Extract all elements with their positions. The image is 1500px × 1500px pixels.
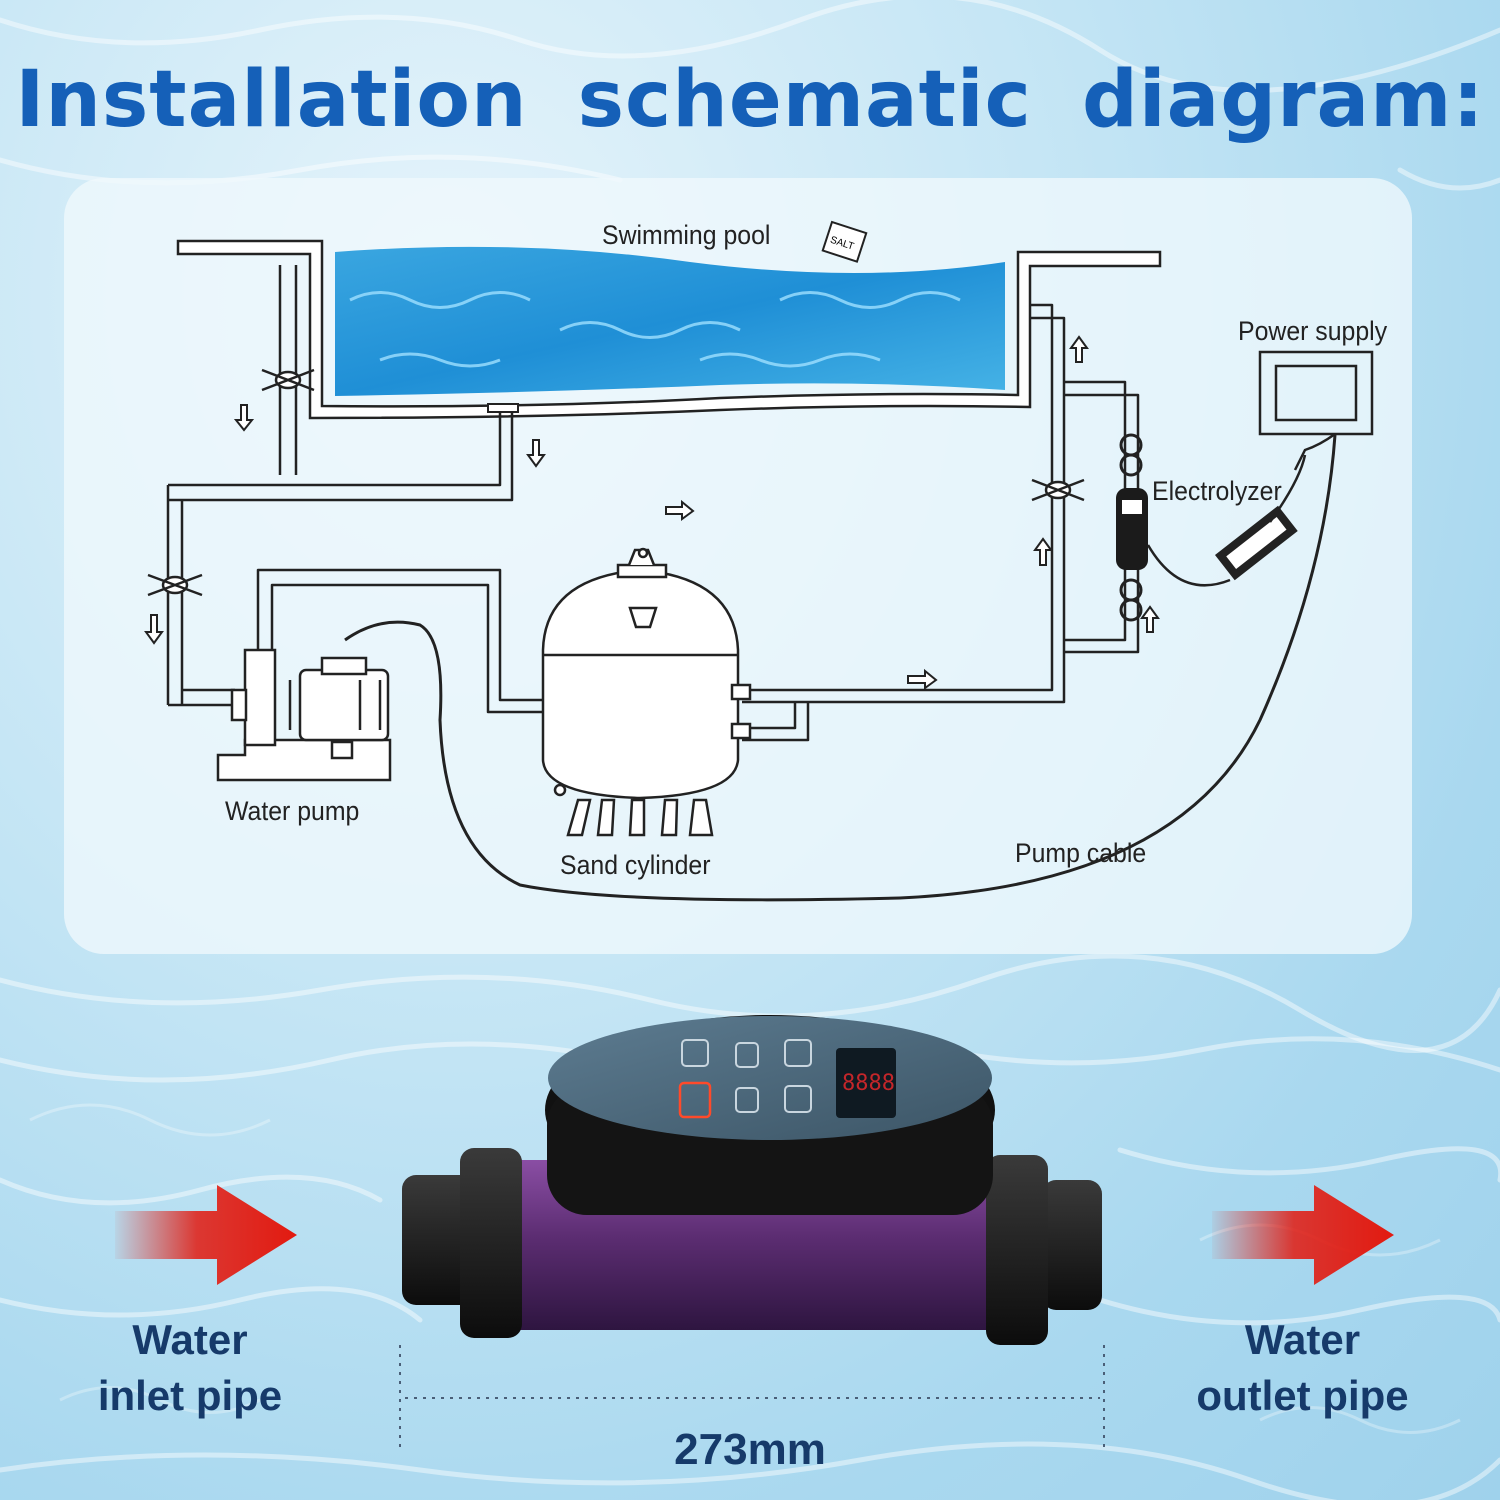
control-panel	[548, 1016, 992, 1140]
label-water-pump: Water pump	[225, 796, 360, 826]
power-supply	[1146, 350, 1374, 587]
page-title: Installation schematic diagram:	[15, 55, 1485, 145]
electrolyzer-cell	[1116, 433, 1148, 622]
valve-right	[1031, 478, 1085, 502]
display-screen	[836, 1048, 896, 1118]
sand-cylinder	[541, 547, 752, 837]
label-power-supply: Power supply	[1238, 316, 1388, 346]
left-union-nut	[460, 1148, 522, 1338]
water-pump	[216, 648, 392, 782]
display-digits: 8888	[842, 1071, 895, 1096]
outlet-arrow	[1212, 1185, 1394, 1285]
power-button	[678, 1081, 712, 1119]
inlet-label: Water inlet pipe	[60, 1312, 320, 1424]
outlet-label-line1: Water	[1244, 1316, 1361, 1363]
installation-schematic: SALT	[144, 220, 1374, 902]
outlet-label: Water outlet pipe	[1160, 1312, 1445, 1424]
outlet-label-line2: outlet pipe	[1196, 1372, 1409, 1419]
control-module	[1215, 505, 1298, 581]
label-pump-cable: Pump cable	[1015, 838, 1147, 868]
swimming-pool	[176, 239, 1162, 420]
inlet-label-line2: inlet pipe	[97, 1372, 283, 1419]
label-electrolyzer: Electrolyzer	[1152, 476, 1282, 506]
label-swimming-pool: Swimming pool	[602, 220, 771, 250]
dimension-label: 273mm	[674, 1425, 826, 1474]
label-sand-cylinder: Sand cylinder	[560, 850, 711, 880]
control-buttons	[681, 1039, 812, 1113]
pump-cable	[344, 434, 1337, 902]
salt-bag: SALT	[821, 220, 868, 263]
valve-left-bottom	[147, 573, 203, 597]
inlet-label-line1: Water	[132, 1316, 248, 1363]
right-union-nut	[986, 1155, 1048, 1345]
inlet-arrow	[115, 1185, 297, 1285]
valve-left-top	[261, 368, 315, 392]
flow-arrows	[144, 335, 1160, 690]
